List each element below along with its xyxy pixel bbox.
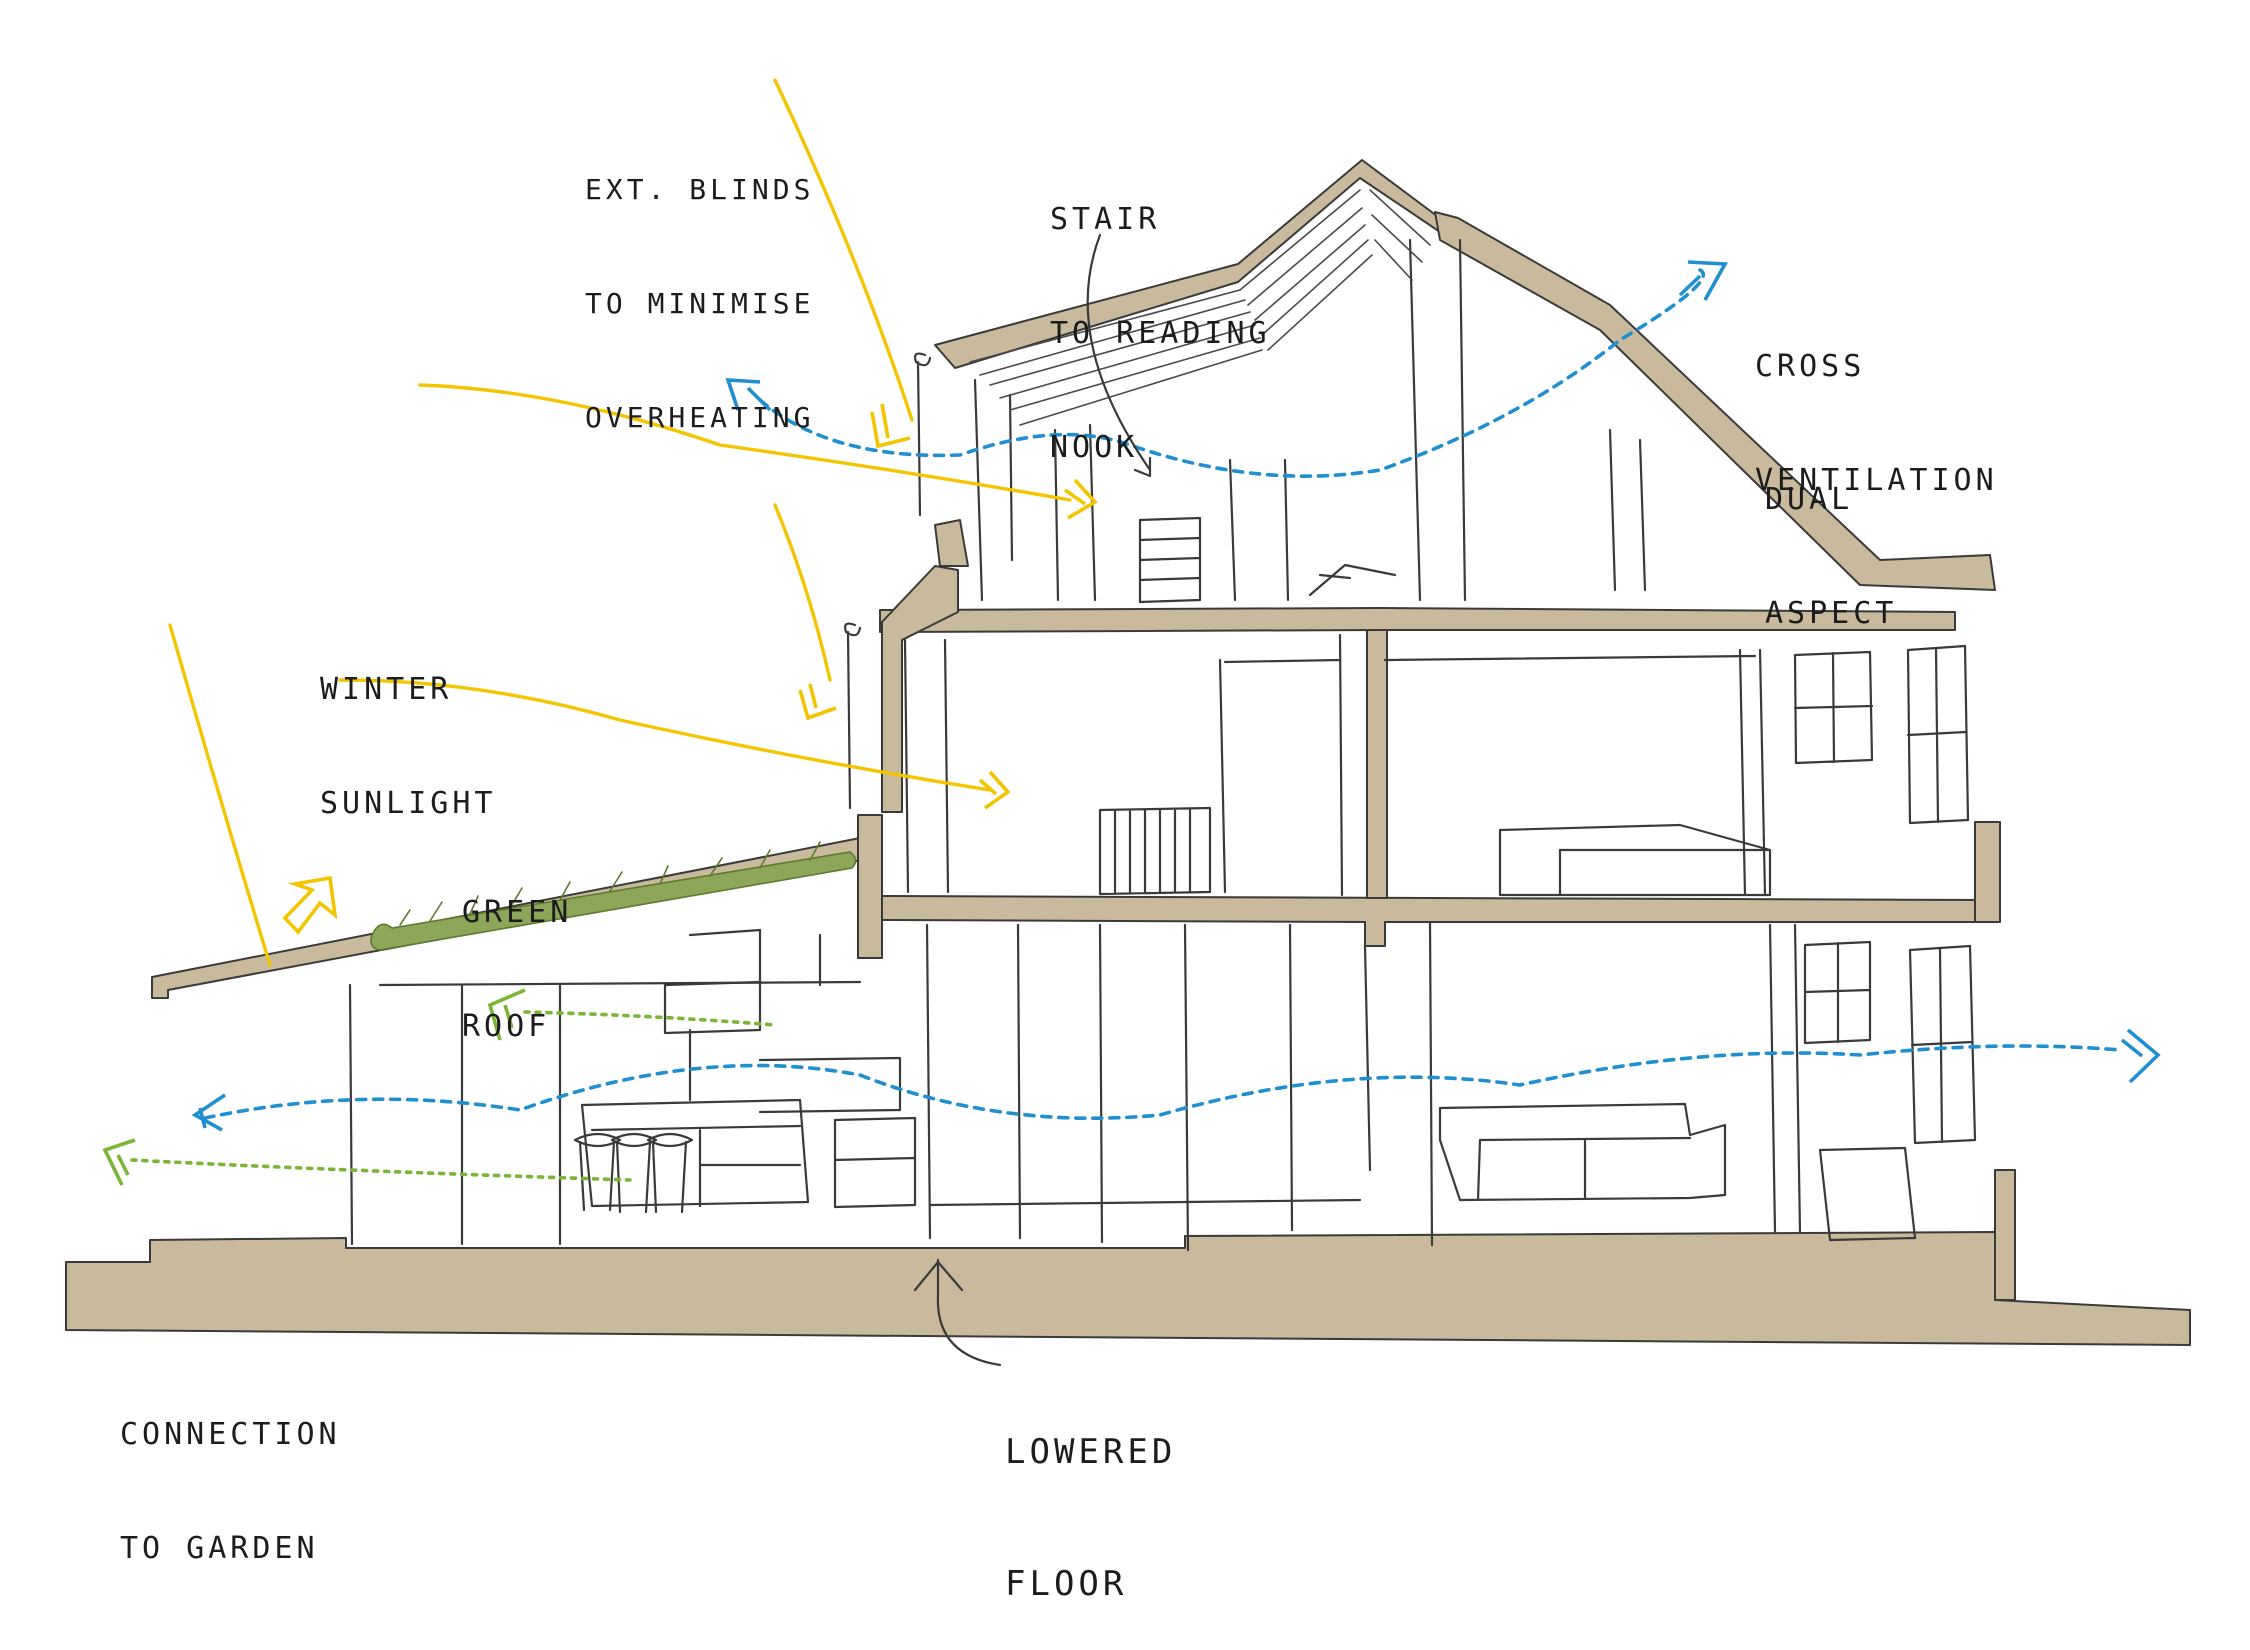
vent-arrow-lower-left — [191, 1093, 226, 1132]
sun-arrow-3 — [798, 683, 837, 721]
label-stair-line2: TO READING — [1050, 316, 1271, 351]
label-lowered-floor-line1: LOWERED — [1005, 1432, 1177, 1472]
garden-arrow-lower — [102, 1138, 136, 1186]
vent-arrow-upper-right — [1678, 260, 1728, 301]
label-cross-ventilation-line1: CROSS — [1755, 349, 1866, 384]
vent-path-lower — [203, 1044, 2122, 1121]
external-blinds — [843, 352, 932, 810]
vent-path-upper — [758, 268, 1706, 478]
house-section-diagram — [65, 78, 2191, 1367]
label-ext-blinds: EXT. BLINDS TO MINIMISE OVERHEATING — [585, 95, 814, 475]
lowered-floor-leader-arrow — [913, 1258, 1002, 1367]
label-connection-line1: CONNECTION — [120, 1417, 341, 1452]
label-stair: STAIR TO READING NOOK — [1050, 125, 1271, 505]
green-roof-up-arrow — [282, 875, 338, 935]
label-connection-line2: TO GARDEN — [120, 1531, 319, 1566]
sun-arrow-2 — [1063, 478, 1098, 520]
label-ext-blinds-line3: OVERHEATING — [585, 401, 815, 434]
ground-slab — [65, 1231, 2191, 1346]
first-floor-slab — [881, 895, 1991, 947]
sun-ray-winter — [338, 678, 992, 792]
label-ext-blinds-line2: TO MINIMISE — [585, 287, 815, 320]
building-linework — [348, 189, 1977, 1252]
garden-flow-upper — [523, 1010, 777, 1027]
sun-arrow-4 — [978, 770, 1011, 810]
label-stair-line3: NOOK — [1050, 430, 1139, 465]
label-dual-aspect: DUAL ASPECT — [1765, 405, 1897, 671]
label-green-roof: GREEN ROOF — [462, 818, 572, 1084]
label-stair-line1: STAIR — [1050, 202, 1161, 237]
label-lowered-floor: LOWERED FLOOR — [1005, 1342, 1176, 1650]
label-cross-ventilation: CROSS VENTILATION — [1755, 272, 1998, 538]
sun-ray-upper — [418, 383, 1072, 502]
sun-arrow-1 — [870, 403, 911, 449]
second-floor-slab — [879, 607, 1956, 633]
vent-arrow-lower-right — [2120, 1028, 2161, 1084]
label-winter-sunlight: WINTER SUNLIGHT — [320, 595, 497, 861]
sun-ray-rooflight — [168, 623, 272, 967]
label-green-roof-line2: ROOF — [462, 1009, 551, 1044]
green-roof-turf — [370, 841, 857, 951]
label-dual-aspect-line2: ASPECT — [1765, 596, 1898, 631]
garden-connection-paths — [102, 988, 777, 1186]
garden-arrow-upper — [487, 988, 526, 1041]
stair-leader-arrow — [1086, 233, 1152, 478]
label-dual-aspect-line1: DUAL — [1765, 482, 1854, 517]
label-winter-sunlight-line1: WINTER — [320, 672, 453, 707]
label-ext-blinds-line1: EXT. BLINDS — [585, 173, 815, 206]
label-cross-ventilation-line2: VENTILATION — [1755, 463, 1998, 498]
leader-arrows — [913, 233, 1152, 1367]
sun-ray-lower-blinds — [773, 503, 832, 682]
sunlight-rays — [168, 78, 1098, 967]
label-green-roof-line1: GREEN — [462, 895, 573, 930]
label-winter-sunlight-line2: SUNLIGHT — [320, 786, 497, 821]
garden-flow-lower — [130, 1158, 632, 1182]
label-connection-to-garden: CONNECTION TO GARDEN — [120, 1340, 341, 1606]
label-lowered-floor-line2: FLOOR — [1005, 1564, 1128, 1604]
cross-ventilation-paths — [191, 260, 2161, 1132]
sun-ray-blinds — [773, 78, 914, 422]
vent-arrow-upper-left — [725, 378, 772, 412]
